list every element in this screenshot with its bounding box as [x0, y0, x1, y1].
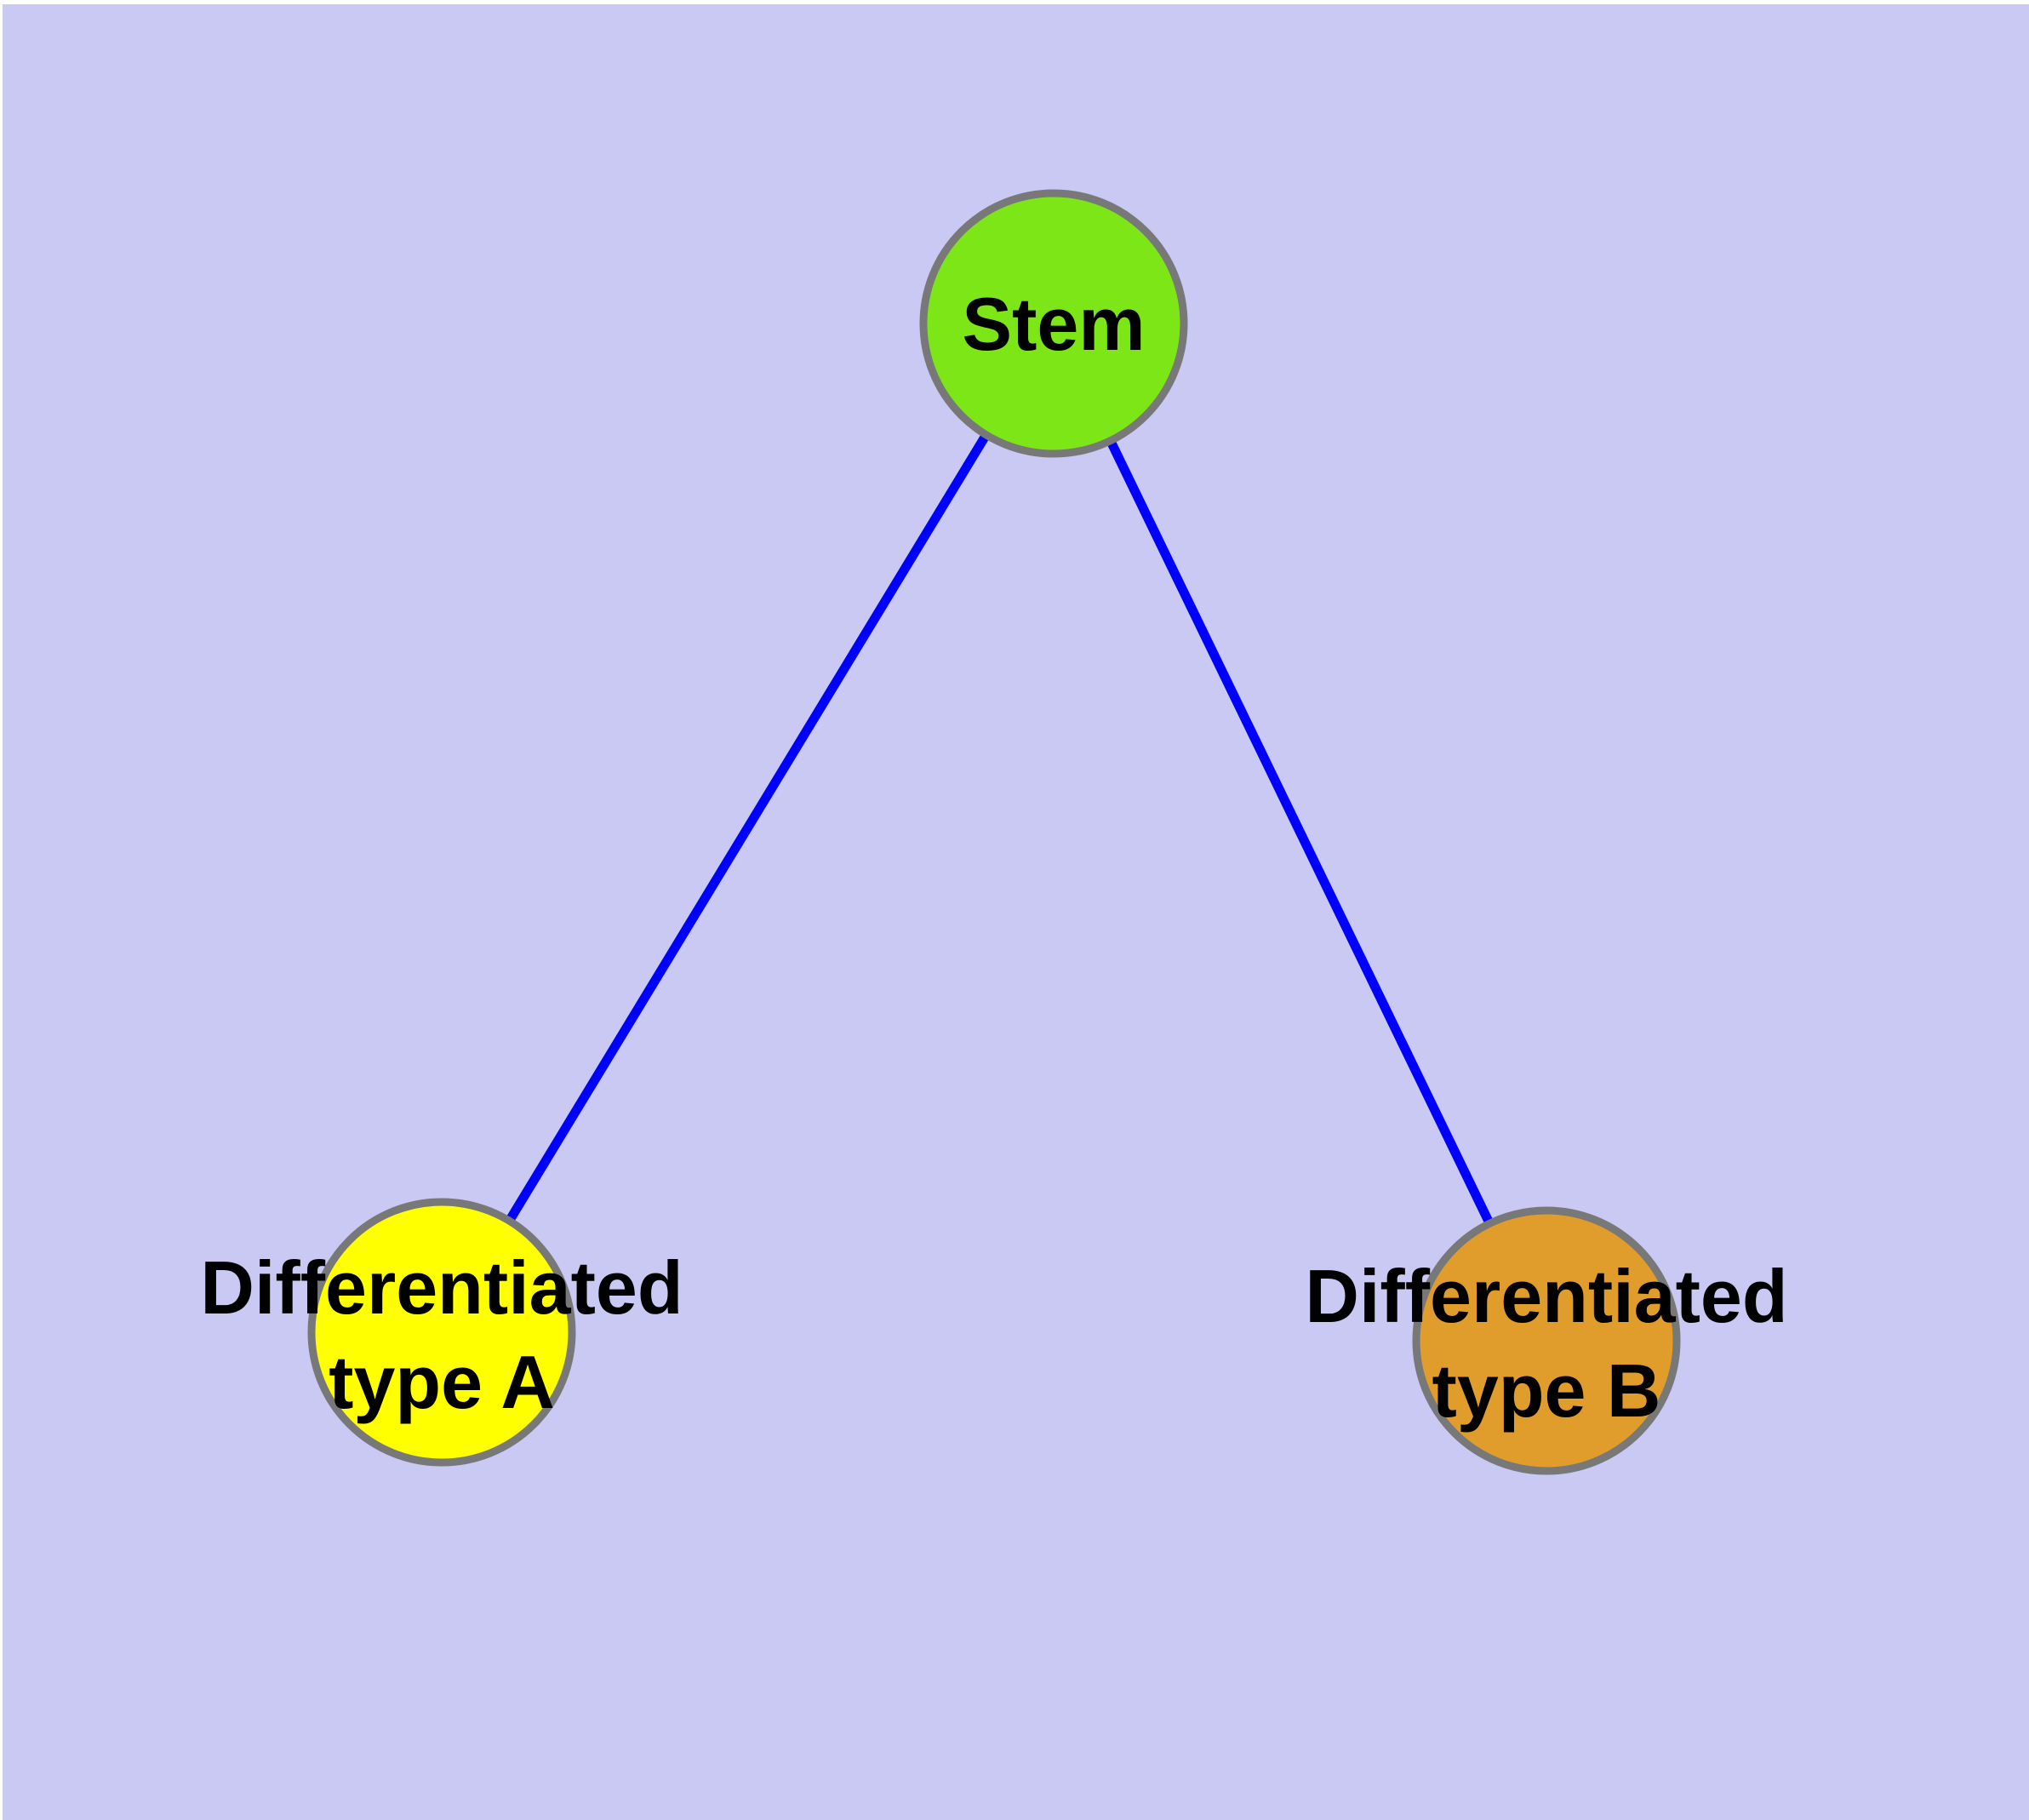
node-stem: Stem [919, 189, 1188, 458]
node-differentiated-type-a: Differentiated type A [200, 1198, 683, 1467]
type-b-label-line1: Differentiated [1305, 1254, 1787, 1338]
type-a-node-circle [307, 1198, 576, 1467]
type-b-node-circle [1412, 1206, 1681, 1475]
type-b-node-label: Differentiated type B [1305, 1254, 1787, 1433]
type-a-label-line1: Differentiated [200, 1245, 683, 1330]
type-a-node-label: Differentiated type A [200, 1245, 683, 1424]
type-b-label-line2: type B [1432, 1348, 1661, 1433]
node-differentiated-type-b: Differentiated type B [1305, 1206, 1788, 1475]
edge-stem-to-type-a [437, 321, 1058, 1335]
stem-node-circle [919, 189, 1188, 458]
stem-node-label: Stem [962, 282, 1145, 366]
type-a-label-line2: type A [329, 1340, 555, 1424]
edge-stem-to-type-b [1049, 321, 1551, 1343]
